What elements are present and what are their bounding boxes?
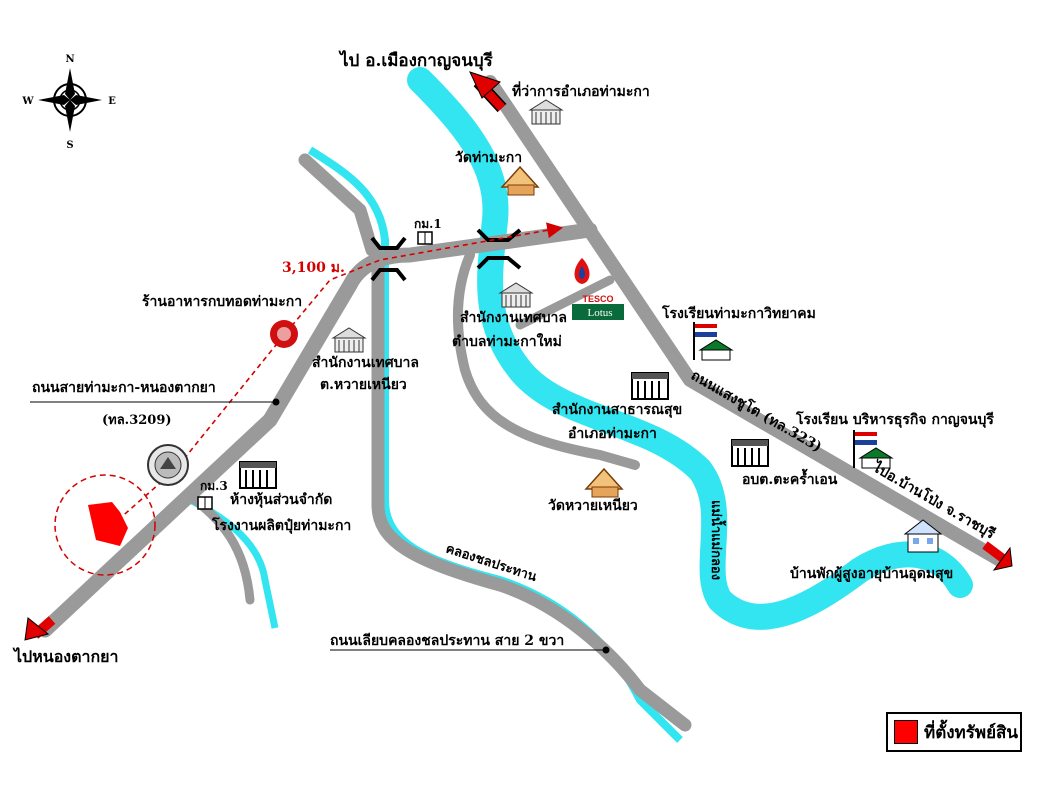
label-municipal-new-2: ตำบลท่ามะกาใหม่ xyxy=(452,332,562,350)
label-elder-home: บ้านพักผู้สูงอายุบ้านอุดมสุข xyxy=(790,566,953,582)
temple-icon xyxy=(584,467,624,498)
label-road-local: ถนนสายท่ามะกา-หนองตากยา xyxy=(32,380,216,396)
label-river-name: แม่น้ำแม่กลอง xyxy=(708,500,727,580)
restaurant-icon xyxy=(270,320,298,348)
svg-text:TESCO: TESCO xyxy=(582,294,613,304)
road-3209-marker xyxy=(272,398,280,406)
road-north xyxy=(298,153,379,257)
road-inner xyxy=(453,250,640,470)
legend-label: ที่ตั้งทรัพย์สิน xyxy=(924,722,1019,743)
label-company: ห้างหุ้นส่วนจำกัด xyxy=(230,492,332,508)
office-building-icon xyxy=(239,461,277,489)
label-health-office-2: อำเภอท่ามะกา xyxy=(568,426,657,442)
svg-text:Lotus: Lotus xyxy=(587,307,612,319)
label-municipal-huai-2: ต.หวายเหนียว xyxy=(320,377,407,393)
km-marker-icon xyxy=(417,231,433,245)
label-canal-road: ถนนเลียบคลองชลประทาน สาย 2 ขวา xyxy=(330,633,564,649)
house-icon xyxy=(903,519,943,553)
school-icon xyxy=(693,322,734,361)
label-school-business: โรงเรียน บริหารธุรกิจ กาญจนบุรี xyxy=(795,410,994,428)
government-building-icon xyxy=(331,327,367,353)
government-building-icon xyxy=(528,99,564,125)
label-company-2: โรงงานผลิตปุ๋ยท่ามะกา xyxy=(211,516,351,534)
label-health-office: สำนักงานสาธารณสุข xyxy=(552,402,682,418)
label-km1: กม.1 xyxy=(414,217,442,231)
property-marker xyxy=(88,502,128,546)
temple-icon xyxy=(500,165,540,196)
road-km3-spur xyxy=(190,495,255,605)
arrow-to-kanchanaburi xyxy=(469,71,507,113)
compass-icon: N S E W xyxy=(21,54,116,151)
compass-e: E xyxy=(108,96,116,107)
label-km3: กม.3 xyxy=(200,479,228,493)
legend: ที่ตั้งทรัพย์สิน xyxy=(886,712,1022,752)
property-zone xyxy=(54,474,156,576)
label-district-office: ที่ว่าการอำเภอท่ามะกา xyxy=(512,81,650,100)
government-building-icon xyxy=(498,282,534,308)
canal-road-marker xyxy=(602,646,610,654)
legend-property-swatch xyxy=(894,720,918,744)
km-marker-icon xyxy=(197,496,213,510)
label-wat-tha-maka: วัดท่ามะกา xyxy=(455,150,522,166)
mae-klong-river xyxy=(407,67,973,630)
label-distance: 3,100 ม. xyxy=(282,260,345,276)
arrow-to-nongtakya xyxy=(24,616,56,641)
road-canal-side xyxy=(371,248,692,732)
label-to-kanchanaburi: ไป อ.เมืองกาญจนบุรี xyxy=(338,50,494,71)
label-obt: อบต.ตะคร้ำเอน xyxy=(742,468,838,488)
office-building-icon xyxy=(731,439,769,467)
office-building-icon xyxy=(631,372,669,400)
label-municipal-huai: สำนักงานเทศบาล xyxy=(312,355,419,371)
compass-n: N xyxy=(65,54,74,65)
road-323 xyxy=(483,75,1007,567)
gas-station-icon xyxy=(574,258,590,284)
compass-s: S xyxy=(66,140,73,151)
arrow-to-banpong xyxy=(982,541,1013,571)
label-road-local-code: (ทล.3209) xyxy=(102,413,172,428)
label-restaurant: ร้านอาหารกบทอดท่ามะกา xyxy=(142,294,302,310)
road-tesco-spur xyxy=(515,275,615,330)
school-icon xyxy=(853,430,894,469)
label-municipal-new: สำนักงานเทศบาล xyxy=(460,310,567,326)
bridge-icon xyxy=(476,228,522,270)
label-school-tmk: โรงเรียนท่ามะกาวิทยาคม xyxy=(661,304,816,322)
label-wat-huai: วัดหวายเหนียว xyxy=(548,498,638,514)
compass-w: W xyxy=(21,96,34,107)
tesco-lotus-logo: TESCO Lotus xyxy=(572,294,624,320)
label-to-nongtakya: ไปหนองตากยา xyxy=(12,647,119,666)
seal-icon xyxy=(147,444,189,486)
bridge-icon xyxy=(370,236,407,282)
